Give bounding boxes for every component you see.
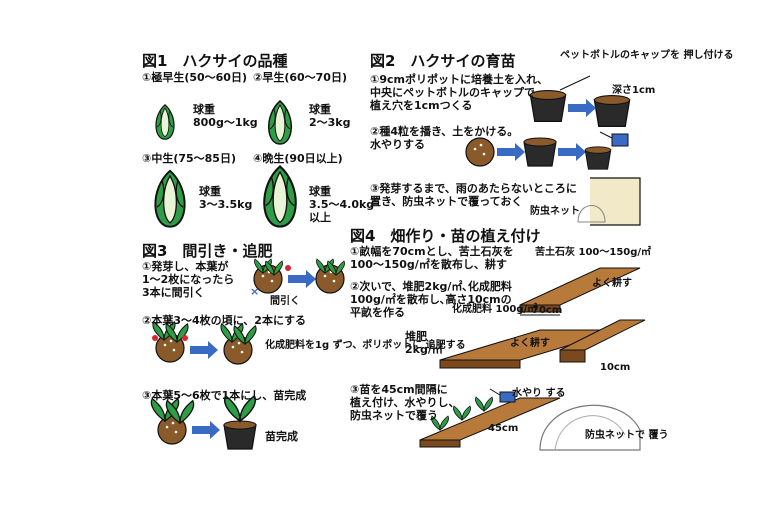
fig4-title: 図4 畑作り・苗の植え付け bbox=[350, 227, 541, 245]
fig2-step1: ①9cmポリポットに培養土を入れ、 中央にペットボトルのキャップで 植え穴を1c… bbox=[370, 73, 549, 112]
fig4-lime-label: 苦土石灰 100〜150g/㎡ bbox=[535, 247, 652, 258]
fig1-variety4-label: ④晩生(90日以上) bbox=[253, 152, 343, 165]
fig4-spacing-label: 45cm bbox=[488, 423, 519, 434]
cabbage-early bbox=[267, 100, 293, 145]
fig2-cap-note: ペットボトルのキャップを 押し付ける bbox=[560, 50, 734, 61]
fig4-width-label: 70cm bbox=[532, 305, 563, 316]
fig3-step2: ②本葉3〜4枚の頃に、2本にする bbox=[142, 314, 307, 327]
fig2-step3: ③発芽するまで、雨のあたらないところに 置き、防虫ネットで覆っておく bbox=[370, 182, 577, 208]
fig3-step1: ①発芽し、本葉が 1〜2枚になったら 3本に間引く bbox=[142, 260, 235, 299]
watering-can-icon-2 bbox=[489, 388, 516, 403]
watering-can-icon bbox=[599, 131, 629, 147]
fig3-thin-label: 間引く bbox=[270, 296, 300, 307]
flower-mark-1 bbox=[152, 335, 158, 341]
fig2-title: 図2 ハクサイの育苗 bbox=[370, 52, 516, 70]
pot-seeded bbox=[523, 137, 557, 167]
fig3-fert-label: 化成肥料を1g ずつ、ポリポットに 追肥する bbox=[265, 340, 466, 351]
fig1-variety1-weight: 球重 800g〜1kg bbox=[193, 103, 258, 129]
fig4-till1-label: よく耕す bbox=[592, 278, 632, 289]
fig1-variety1-label: ①極早生(50〜60日) bbox=[142, 71, 247, 84]
fig3-title: 図3 間引き・追肥 bbox=[142, 242, 273, 260]
cap-leader-line bbox=[559, 75, 591, 91]
seedling-ball-3 bbox=[152, 321, 189, 363]
fig1-variety3-label: ③中生(75〜85日) bbox=[142, 152, 236, 165]
fig4-height-label: 10cm bbox=[600, 362, 631, 373]
seedling-ball-2 bbox=[315, 258, 345, 294]
fig3-step3: ③本葉5〜6枚で1本にし、苗完成 bbox=[142, 389, 307, 402]
fig3-arrow-1 bbox=[288, 270, 316, 288]
fig1-variety2-label: ②早生(60〜70日) bbox=[253, 71, 347, 84]
fig4-water-label: 水やり する bbox=[512, 388, 566, 399]
fig4-chem-label: 化成肥料 100g/㎡ bbox=[452, 304, 538, 315]
fig4-step2: ②次いで、堆肥2kg/㎡､化成肥料 100g/㎡を散布し､高さ10cmの 平畝を… bbox=[350, 280, 512, 319]
fig1-variety2-weight: 球重 2〜3kg bbox=[309, 103, 351, 129]
finished-seedling-pot bbox=[223, 395, 257, 450]
fig3-arrow-2 bbox=[190, 341, 218, 359]
flower-mark-2 bbox=[182, 335, 188, 341]
net-tunnel bbox=[539, 404, 641, 451]
thin-mark-icon bbox=[285, 265, 291, 271]
fig1-title: 図1 ハクサイの品種 bbox=[142, 52, 288, 70]
fig3-done-label: 苗完成 bbox=[265, 430, 298, 443]
cabbage-extra-early bbox=[155, 104, 175, 140]
fig4-net-label: 防虫ネットで 覆う bbox=[585, 430, 669, 441]
seedling-ball-5 bbox=[150, 397, 195, 445]
fig4-step1: ①畝幅を70cmとし、苦土石灰を 100〜150g/㎡を散布し、耕す bbox=[350, 245, 514, 271]
pot-depth bbox=[593, 94, 631, 128]
cabbage-late bbox=[263, 165, 297, 228]
fig2-net-label: 防虫ネット bbox=[530, 206, 580, 217]
fig4-compost-label: 堆肥 2kg/㎡ bbox=[405, 330, 443, 356]
fig1-variety4-weight: 球重 3.5〜4.0kg 以上 bbox=[309, 185, 375, 224]
fig2-arrow-1 bbox=[568, 99, 596, 117]
fig1-variety3-weight: 球重 3〜3.5kg bbox=[199, 185, 253, 211]
cabbage-mid bbox=[154, 169, 186, 228]
fig3-arrow-3 bbox=[192, 421, 220, 439]
fig4-step3: ③苗を45cm間隔に 植え付け、水やりし、 防虫ネットで覆う bbox=[350, 383, 460, 422]
net-dome-small bbox=[577, 205, 606, 223]
fig4-till2-label: よく耕す bbox=[510, 338, 550, 349]
pot-watered bbox=[584, 146, 612, 170]
seedling-ball-4 bbox=[220, 323, 257, 365]
fig2-depth: 深さ1cm bbox=[612, 85, 656, 96]
fig2-arrow-3 bbox=[558, 143, 586, 161]
cross-mark-icon: × bbox=[250, 285, 259, 298]
shelter-icon bbox=[590, 177, 641, 226]
fig2-step2: ②種4粒を播き、土をかける。 水やりする bbox=[370, 125, 519, 151]
